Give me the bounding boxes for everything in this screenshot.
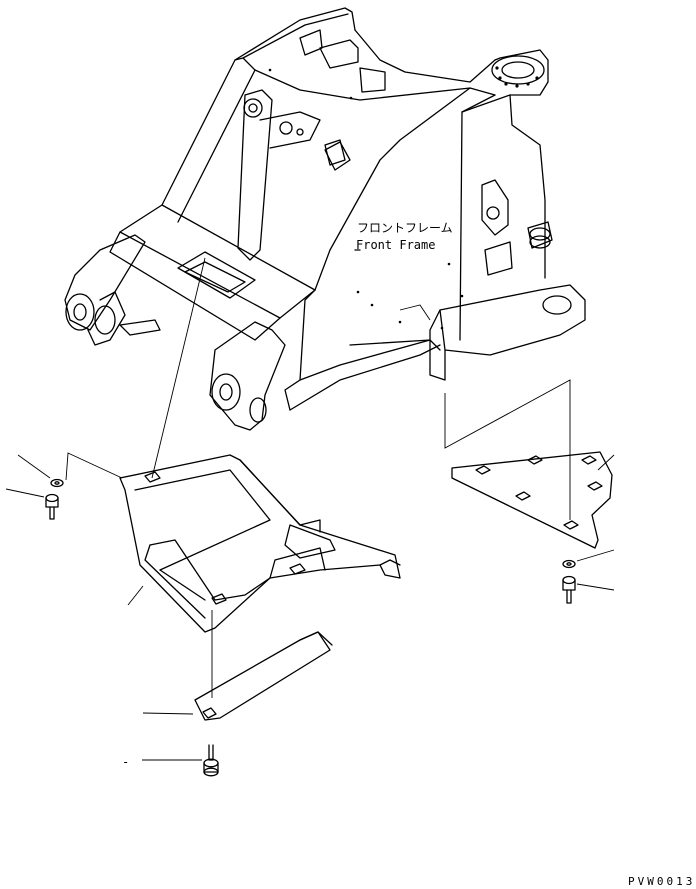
leader-washer-left (17, 454, 51, 479)
left-guard (119, 454, 401, 633)
bolt-left (45, 493, 59, 520)
leader-guard-body (127, 585, 144, 606)
bolt-right (562, 575, 576, 604)
leader-cover-right (597, 454, 615, 471)
washer-left (50, 478, 64, 488)
projection-line-left (151, 257, 206, 479)
bolt-lower (203, 744, 219, 777)
leader-lower-plate (142, 712, 194, 715)
lower-plate (194, 631, 333, 721)
leader-washer-right (576, 549, 615, 562)
stray-mark: - (122, 755, 129, 769)
frame-label-en: Front Frame (356, 238, 435, 252)
drawing-code: PVW0013 (628, 875, 695, 888)
leader-bolt-right (576, 583, 615, 591)
right-cover-plate (444, 379, 613, 549)
frame-label-jp: フロントフレーム (357, 221, 453, 235)
washer-right (562, 559, 576, 569)
leader-guard-left (65, 452, 123, 481)
leader-bolt-left (5, 488, 45, 498)
front-frame (64, 7, 586, 431)
